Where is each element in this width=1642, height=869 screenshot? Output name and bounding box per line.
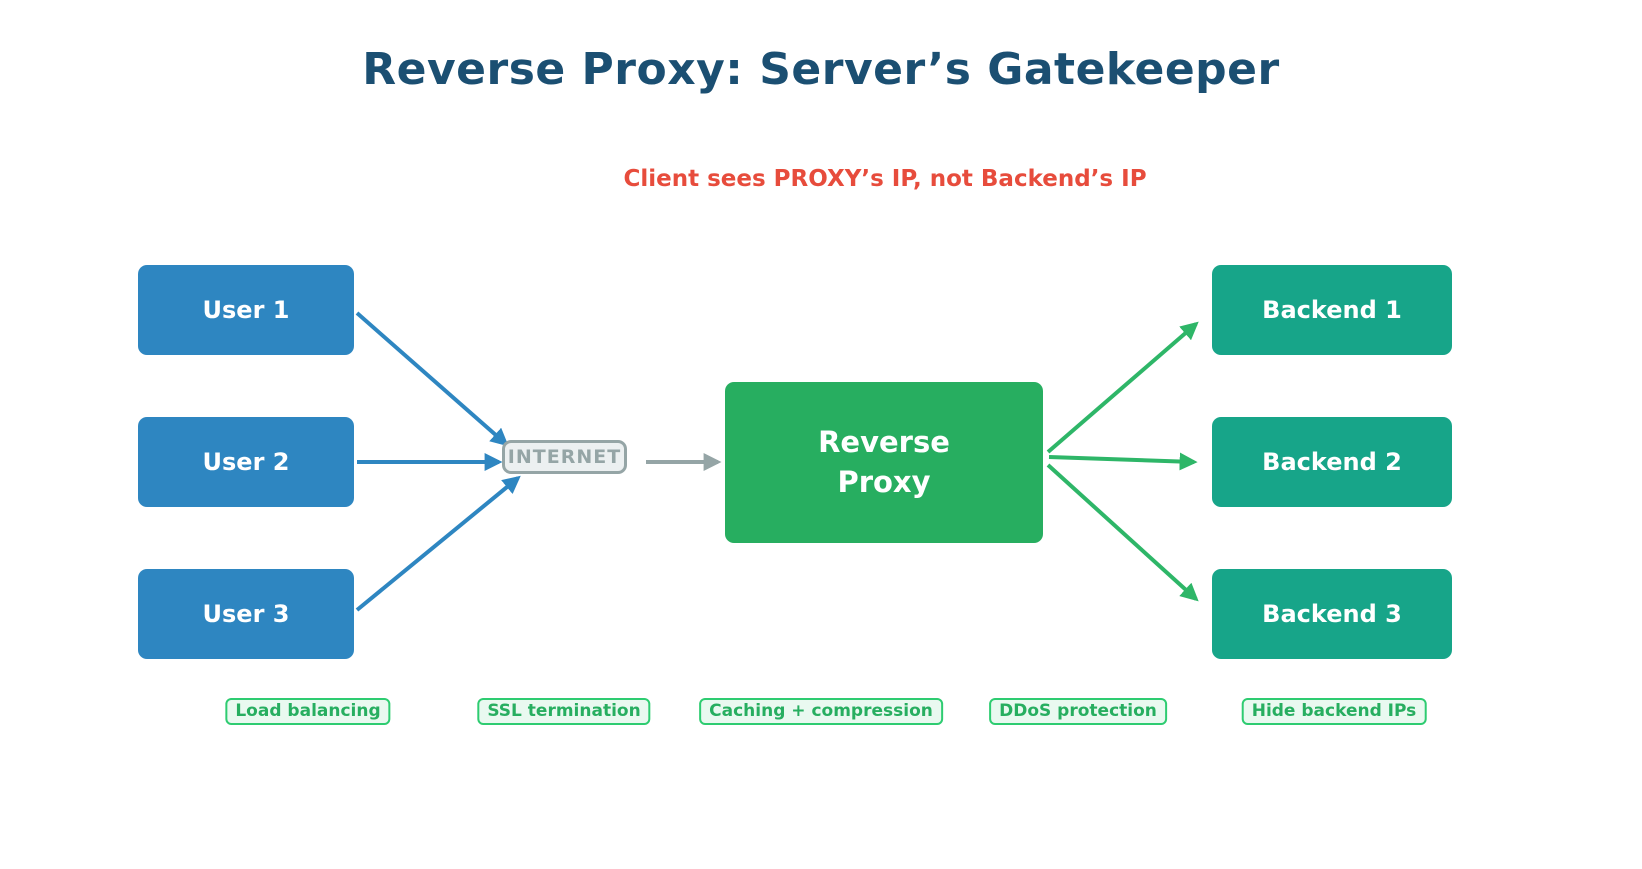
node-backend-3-label: Backend 3 (1262, 600, 1402, 628)
edge-user1-internet (355, 311, 509, 447)
node-reverse-proxy-label-line2: Proxy (837, 464, 931, 499)
feature-ssl-termination: SSL termination (477, 698, 651, 725)
edge-proxy-backend3 (1046, 463, 1199, 602)
node-user-1: User 1 (138, 265, 354, 355)
node-user-2: User 2 (138, 417, 354, 507)
node-user-3-label: User 3 (202, 600, 290, 628)
page-title: Reverse Proxy: Server’s Gatekeeper (362, 44, 1280, 95)
feature-caching-compression: Caching + compression (699, 698, 943, 725)
edge-user3-internet (355, 475, 521, 612)
node-backend-2: Backend 2 (1212, 417, 1452, 507)
feature-ddos-protection: DDoS protection (989, 698, 1167, 725)
node-backend-2-label: Backend 2 (1262, 448, 1402, 476)
node-user-1-label: User 1 (202, 296, 290, 324)
feature-hide-backend-ips: Hide backend IPs (1241, 698, 1427, 725)
edge-proxy-backend1 (1046, 321, 1199, 454)
node-backend-1: Backend 1 (1212, 265, 1452, 355)
annotation-client-ip: Client sees PROXY’s IP, not Backend’s IP (623, 166, 1147, 192)
node-internet-label: INTERNET (507, 446, 622, 468)
node-backend-1-label: Backend 1 (1262, 296, 1402, 324)
edge-proxy-backend2 (1048, 452, 1198, 471)
node-internet: INTERNET (502, 440, 627, 474)
feature-load-balancing: Load balancing (225, 698, 391, 725)
node-reverse-proxy: Reverse Proxy (725, 382, 1043, 543)
node-backend-3: Backend 3 (1212, 569, 1452, 659)
node-user-2-label: User 2 (202, 448, 290, 476)
node-reverse-proxy-label-line1: Reverse (818, 425, 950, 460)
node-user-3: User 3 (138, 569, 354, 659)
